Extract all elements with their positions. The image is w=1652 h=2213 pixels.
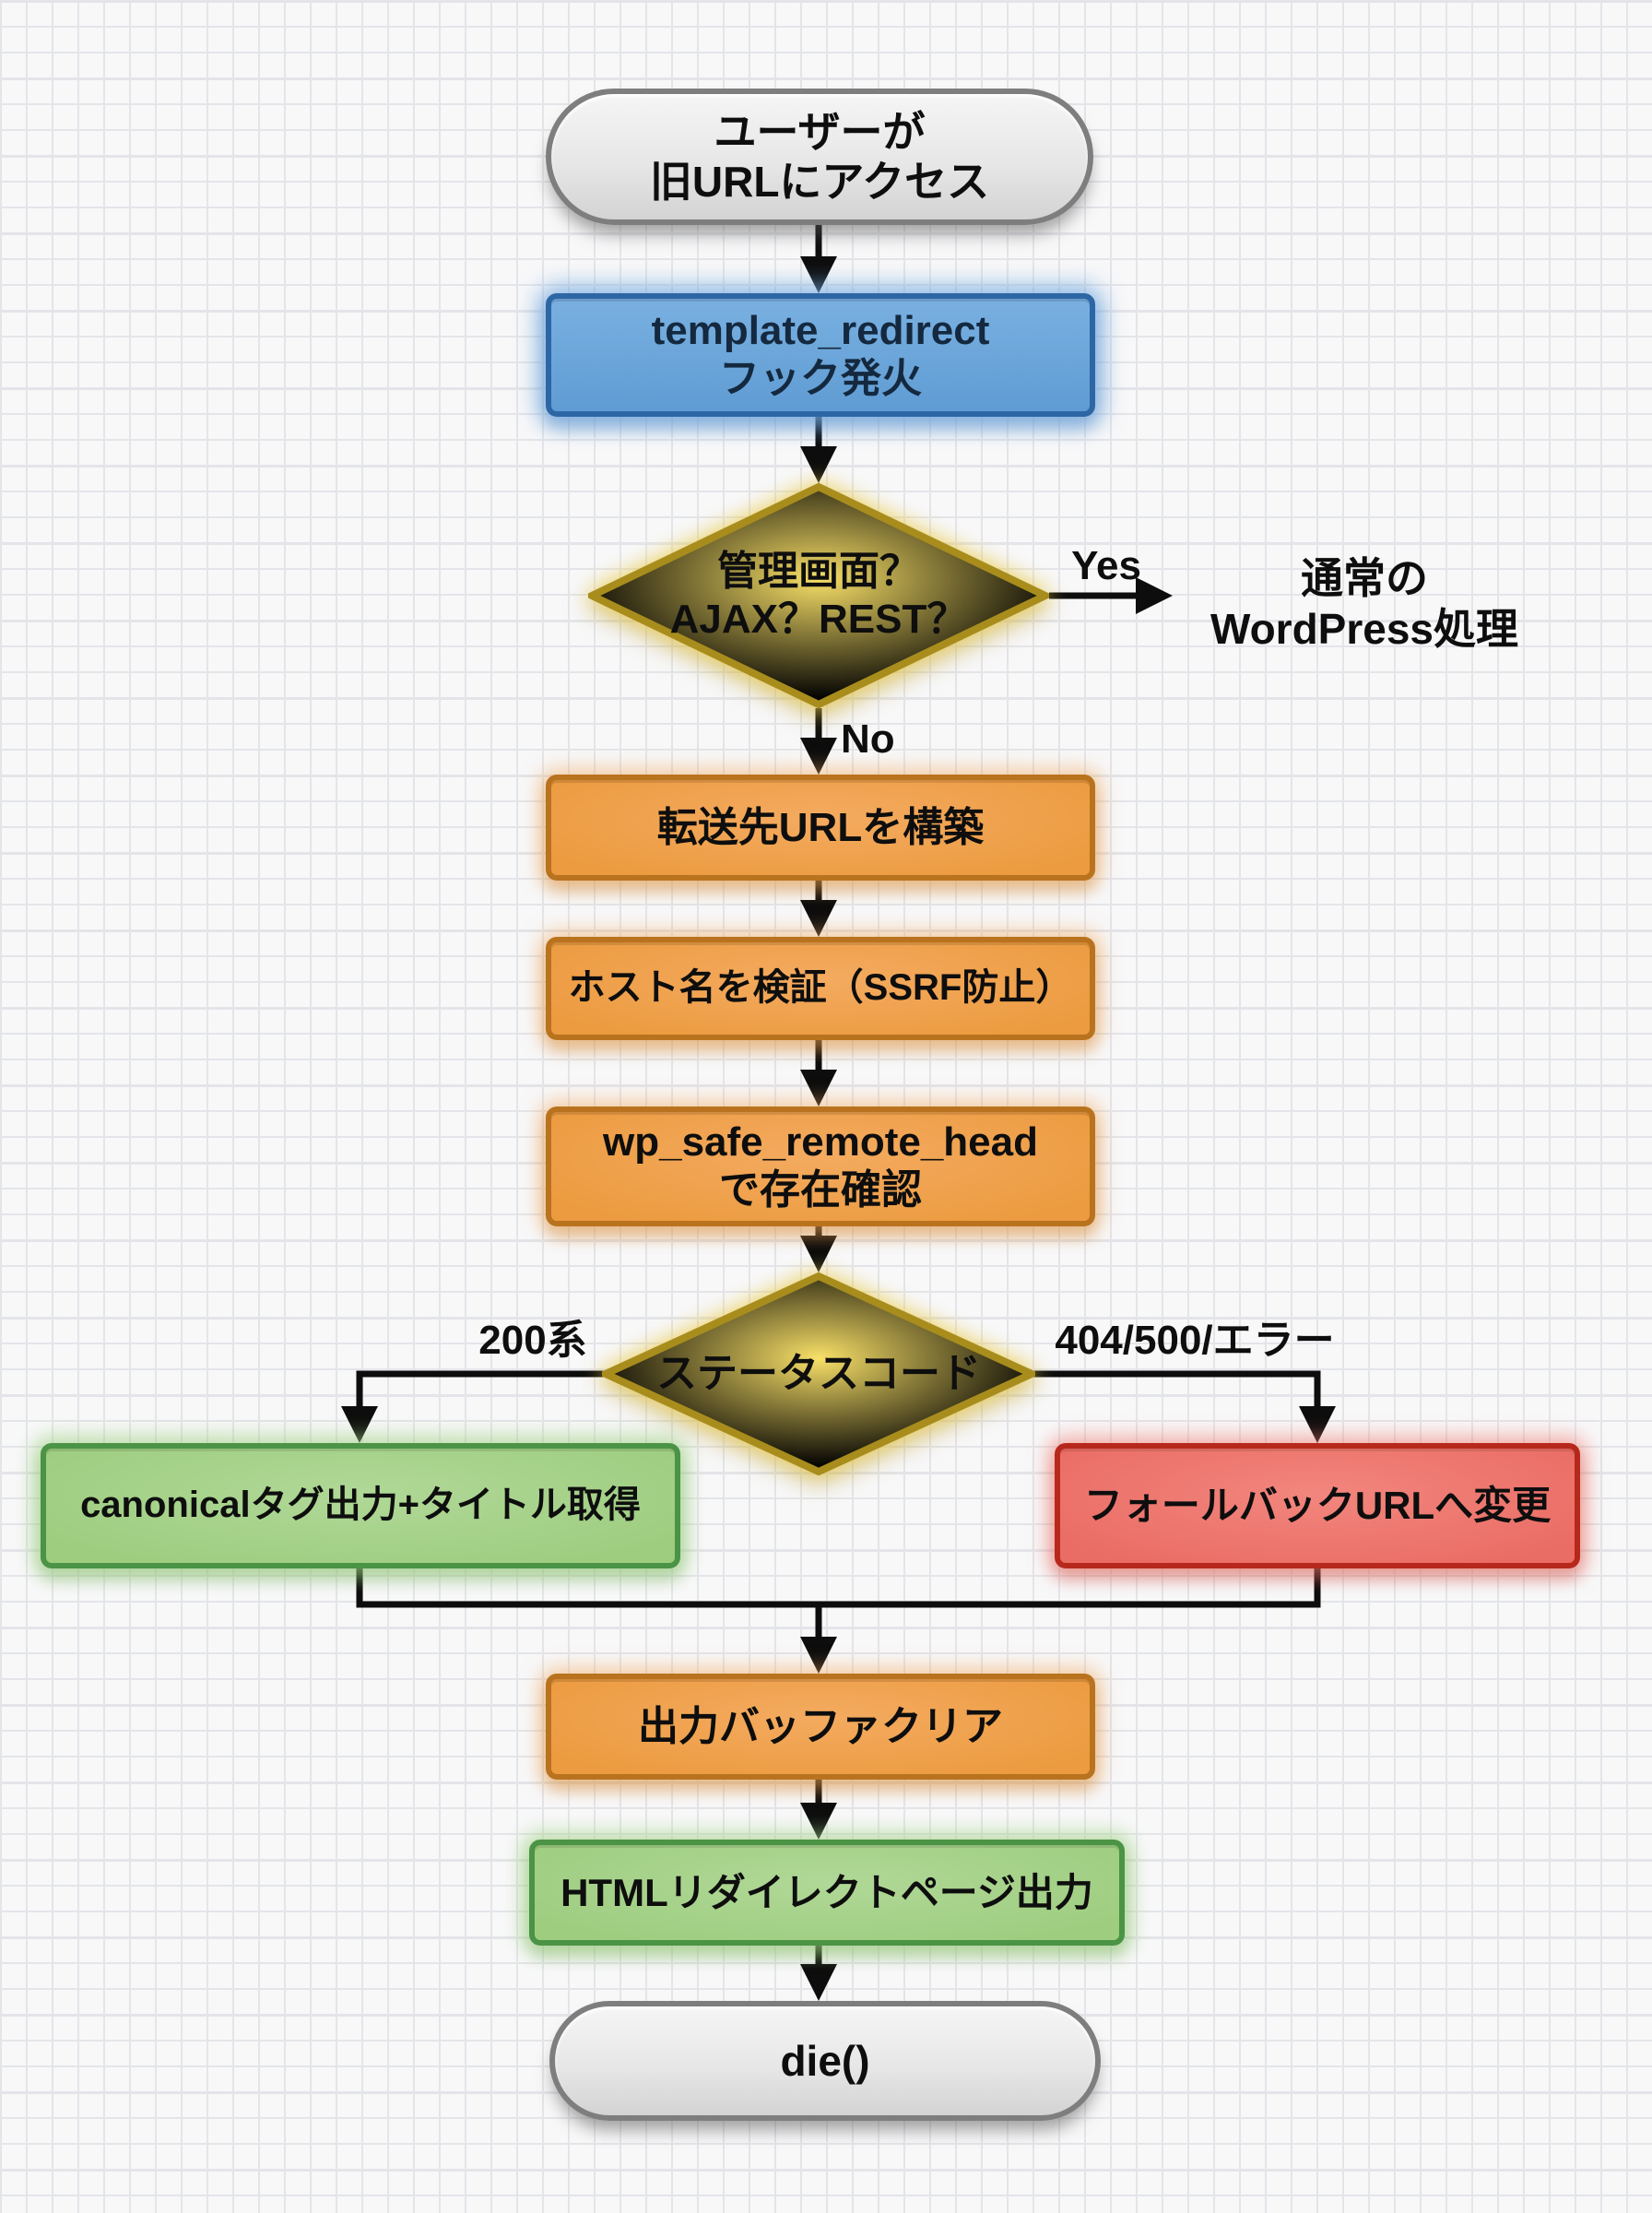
node-clear-output-buffer: 出力バッファクリア [546,1674,1095,1780]
normal-wordpress-text: 通常の WordPress処理 [1210,554,1519,654]
node-fallback-url-label: フォールバックURLへ変更 [1083,1484,1552,1528]
node-canonical-output-label: canonicalタグ出力+タイトル取得 [80,1485,641,1526]
node-build-redirect-url: 転送先URLを構築 [546,775,1095,881]
node-html-redirect-page: HTMLリダイレクトページ出力 [529,1840,1125,1946]
node-die: die() [549,2001,1101,2121]
node-clear-output-buffer-label: 出力バッファクリア [638,1703,1003,1749]
node-build-redirect-url-label: 転送先URLを構築 [656,804,985,850]
node-template-redirect-hook-label: template_redirect フック発火 [651,308,990,401]
node-die-label: die() [780,2036,870,2085]
node-canonical-output: canonicalタグ出力+タイトル取得 [41,1443,680,1568]
node-decision-status-code: ステータスコード [602,1272,1035,1475]
edge-label-no: No [841,716,895,762]
node-template-redirect-hook: template_redirect フック発火 [546,293,1095,417]
diamond-shape [588,483,1049,708]
edge-label-404-500-error: 404/500/エラー [1055,1318,1335,1363]
node-decision-admin-ajax-rest-label: 管理画面？ AJAX？REST？ [669,549,968,642]
node-validate-hostname-label: ホスト名を検証（SSRF防止） [568,967,1073,1009]
node-wp-safe-remote-head: wp_safe_remote_head で存在確認 [546,1106,1095,1226]
edge-label-200: 200系 [478,1318,587,1363]
node-decision-status-code-label: ステータスコード [656,1351,981,1397]
node-validate-hostname: ホスト名を検証（SSRF防止） [546,937,1095,1040]
node-html-redirect-page-label: HTMLリダイレクトページ出力 [560,1870,1093,1914]
edge-label-yes: Yes [1071,543,1141,588]
node-start-label: ユーザーが 旧URLにアクセス [649,107,990,206]
node-wp-safe-remote-head-label: wp_safe_remote_head で存在確認 [603,1119,1038,1213]
diamond-shape [602,1272,1035,1475]
node-start: ユーザーが 旧URLにアクセス [546,89,1093,225]
node-decision-admin-ajax-rest: 管理画面？ AJAX？REST？ [588,483,1049,708]
node-fallback-url: フォールバックURLへ変更 [1055,1443,1580,1568]
